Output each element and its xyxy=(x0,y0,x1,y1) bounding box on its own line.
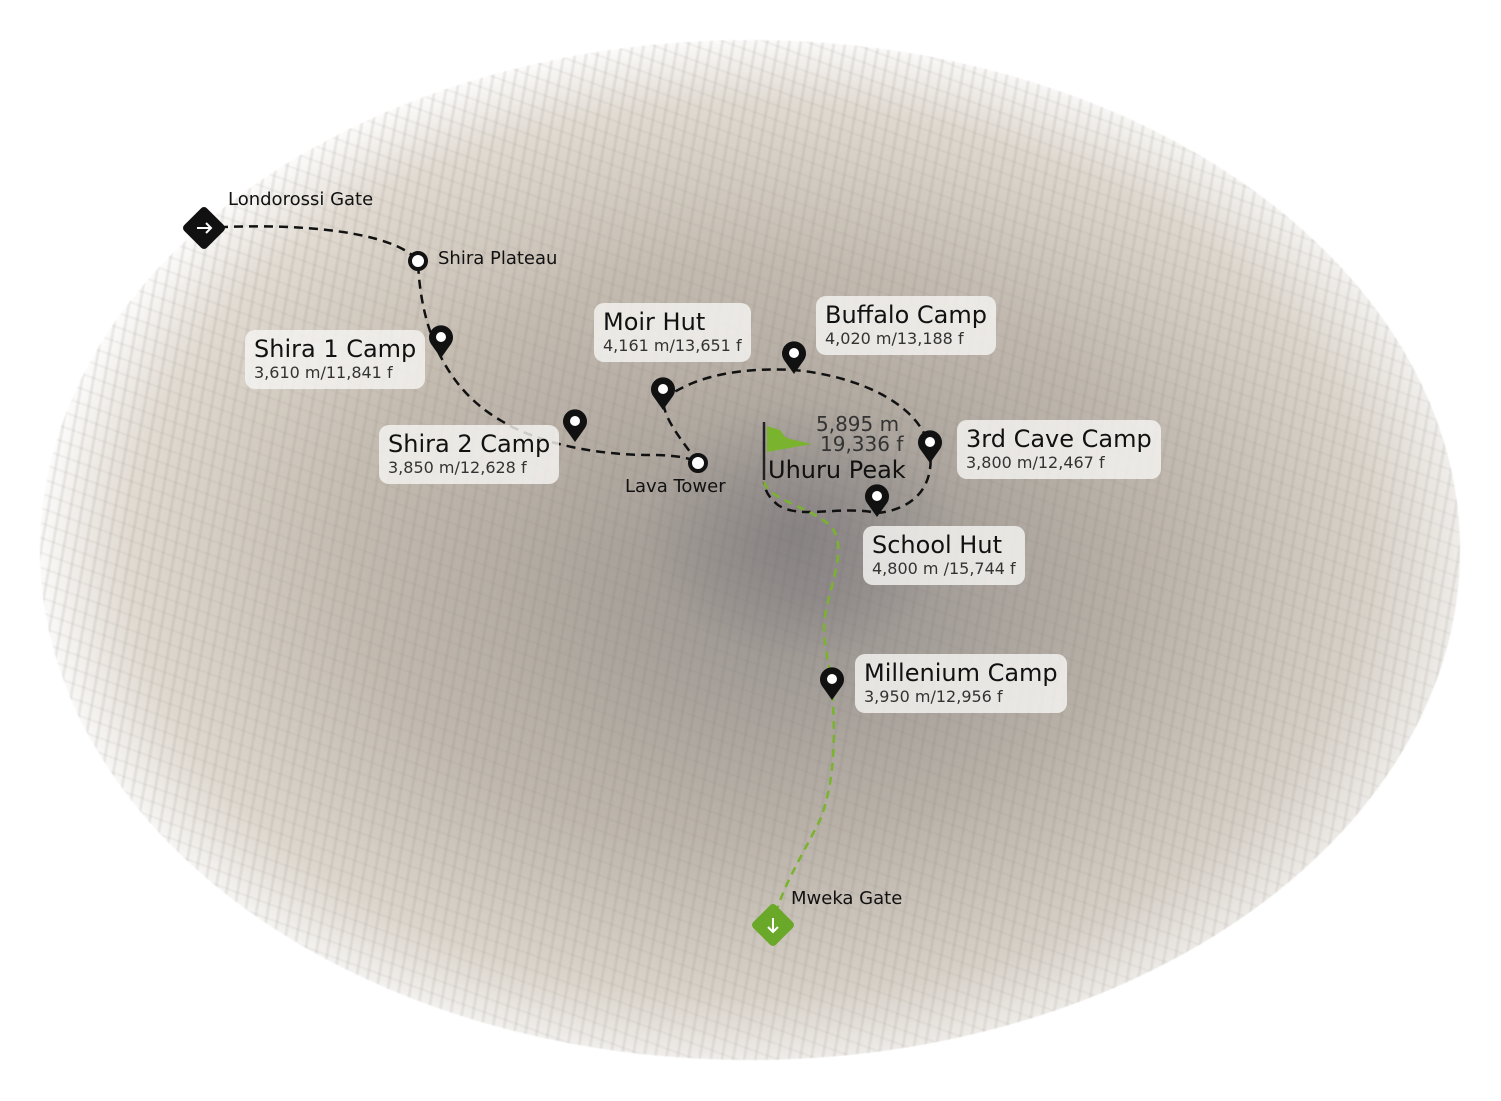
summit-flag-icon xyxy=(762,422,812,480)
camp-altitude: 3,610 m/11,841 f xyxy=(254,363,393,382)
start-marker[interactable] xyxy=(181,205,226,250)
camp-name: School Hut xyxy=(872,531,1002,559)
pin-buffalo-camp[interactable] xyxy=(782,341,806,374)
camp-card-buffalo: Buffalo Camp 4,020 m/13,188 f xyxy=(816,296,996,355)
summit-altitude-meters: 5,895 m xyxy=(816,412,900,436)
camp-name: Shira 2 Camp xyxy=(388,430,551,458)
descent-route-path xyxy=(762,481,840,926)
summit-altitude-feet: 19,336 f xyxy=(820,432,904,456)
arrow-right-icon xyxy=(197,222,213,234)
summit-name: Uhuru Peak xyxy=(768,456,906,484)
lava-tower-label: Lava Tower xyxy=(625,476,726,497)
camp-card-3rd-cave: 3rd Cave Camp 3,800 m/12,467 f xyxy=(957,420,1161,479)
camp-altitude: 4,800 m /15,744 f xyxy=(872,559,1016,578)
pin-shira-2-camp[interactable] xyxy=(562,409,587,442)
camp-altitude: 4,020 m/13,188 f xyxy=(825,329,964,348)
camp-card-millenium: Millenium Camp 3,950 m/12,956 f xyxy=(855,654,1067,713)
camp-name: 3rd Cave Camp xyxy=(966,425,1152,453)
camp-altitude: 3,800 m/12,467 f xyxy=(966,453,1105,472)
end-marker[interactable] xyxy=(750,902,795,947)
pin-moir-hut[interactable] xyxy=(651,377,675,410)
waypoint-shira-plateau-marker[interactable] xyxy=(408,251,428,271)
start-label: Londorossi Gate xyxy=(228,189,374,210)
end-label: Mweka Gate xyxy=(791,888,903,909)
shira-plateau-label: Shira Plateau xyxy=(438,248,558,269)
arrow-down-icon xyxy=(767,918,779,934)
pin-shira-1-camp[interactable] xyxy=(429,325,453,358)
camp-name: Millenium Camp xyxy=(864,659,1058,687)
camp-name: Shira 1 Camp xyxy=(254,335,417,363)
camp-altitude: 3,950 m/12,956 f xyxy=(864,687,1003,706)
pin-3rd-cave-camp[interactable] xyxy=(918,430,942,463)
camp-card-moir-hut: Moir Hut 4,161 m/13,651 f xyxy=(594,303,751,362)
camp-altitude: 3,850 m/12,628 f xyxy=(388,458,527,477)
camp-card-shira-1: Shira 1 Camp 3,610 m/11,841 f xyxy=(245,330,426,389)
waypoint-lava-tower-marker[interactable] xyxy=(688,453,708,473)
camp-card-shira-2: Shira 2 Camp 3,850 m/12,628 f xyxy=(379,425,560,484)
terrain-map-background xyxy=(40,40,1460,1060)
camp-altitude: 4,161 m/13,651 f xyxy=(603,336,742,355)
pin-school-hut[interactable] xyxy=(865,484,889,517)
camp-name: Buffalo Camp xyxy=(825,301,987,329)
pin-millenium-camp[interactable] xyxy=(820,667,844,700)
camp-name: Moir Hut xyxy=(603,308,706,336)
camp-card-school-hut: School Hut 4,800 m /15,744 f xyxy=(863,526,1025,585)
